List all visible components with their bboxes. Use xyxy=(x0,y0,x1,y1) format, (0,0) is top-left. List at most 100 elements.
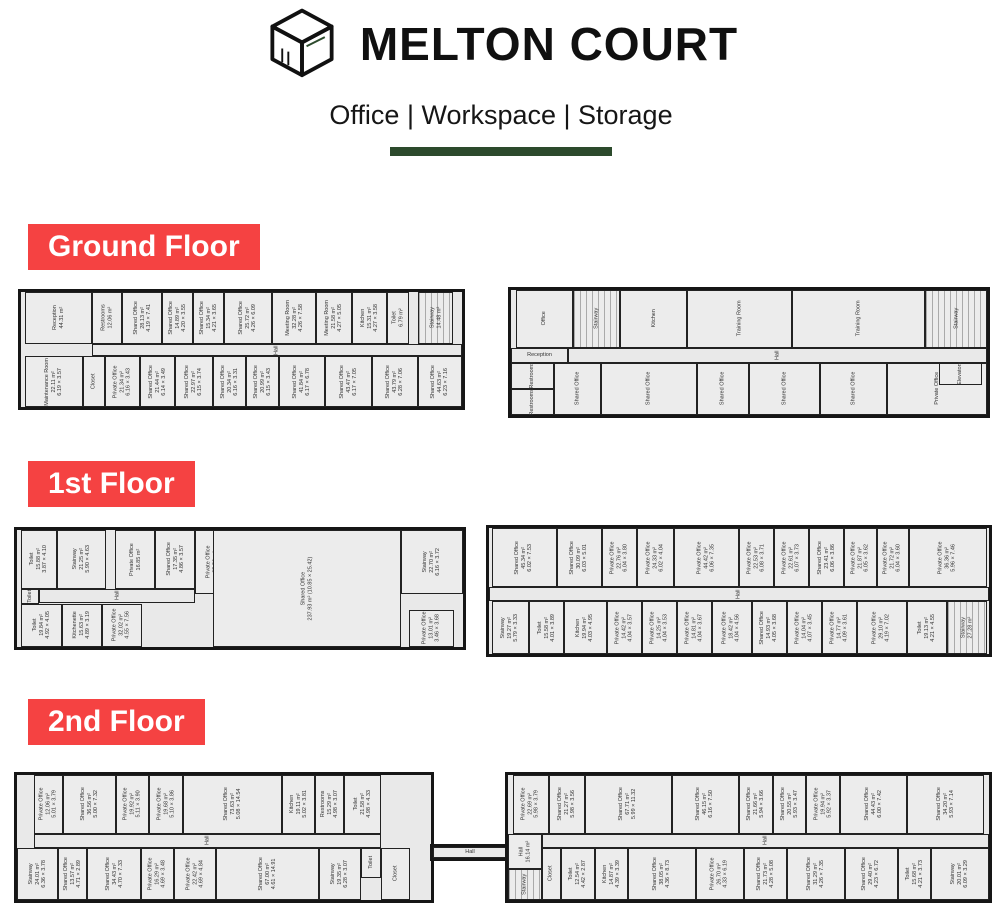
room-restrooms: Restrooms xyxy=(511,389,554,415)
site-subtitle: Office | Workspace | Storage xyxy=(329,100,673,130)
room-label: Hall xyxy=(465,849,475,856)
room-elevators: Elevators xyxy=(939,362,983,386)
floor-label-second: 2nd Floor xyxy=(28,699,205,745)
room-label: Closet xyxy=(392,865,399,882)
room-label: Hall xyxy=(735,589,742,599)
room-label: Restrooms xyxy=(529,362,536,389)
room-hall: Hall xyxy=(39,588,196,603)
room-shared-office: Shared Office xyxy=(696,362,749,415)
room-closet: Closet xyxy=(541,847,561,900)
room-label: Shared Office xyxy=(719,371,726,406)
room-label: Stairway xyxy=(593,308,600,330)
brand-row: MELTON COURT xyxy=(0,6,1002,82)
room-label: Training Room xyxy=(855,300,862,337)
site-title: MELTON COURT xyxy=(359,18,739,70)
room-label: Training Room xyxy=(736,300,743,337)
room-label: Kitchen xyxy=(650,309,657,328)
room-stairway: Stairway xyxy=(572,290,621,348)
room-training-room: Training Room xyxy=(687,290,792,348)
room-label: Hall xyxy=(114,590,121,601)
room-label: Reception xyxy=(527,351,552,358)
room-hall: Hall xyxy=(541,833,989,848)
room-office: Office xyxy=(515,290,573,348)
room-label: Stairway xyxy=(521,873,528,895)
room-label: Closet xyxy=(90,373,97,390)
room-hall: Hall xyxy=(489,587,989,602)
room-label: Hall xyxy=(273,345,280,355)
room-label: Elevators xyxy=(957,362,964,386)
